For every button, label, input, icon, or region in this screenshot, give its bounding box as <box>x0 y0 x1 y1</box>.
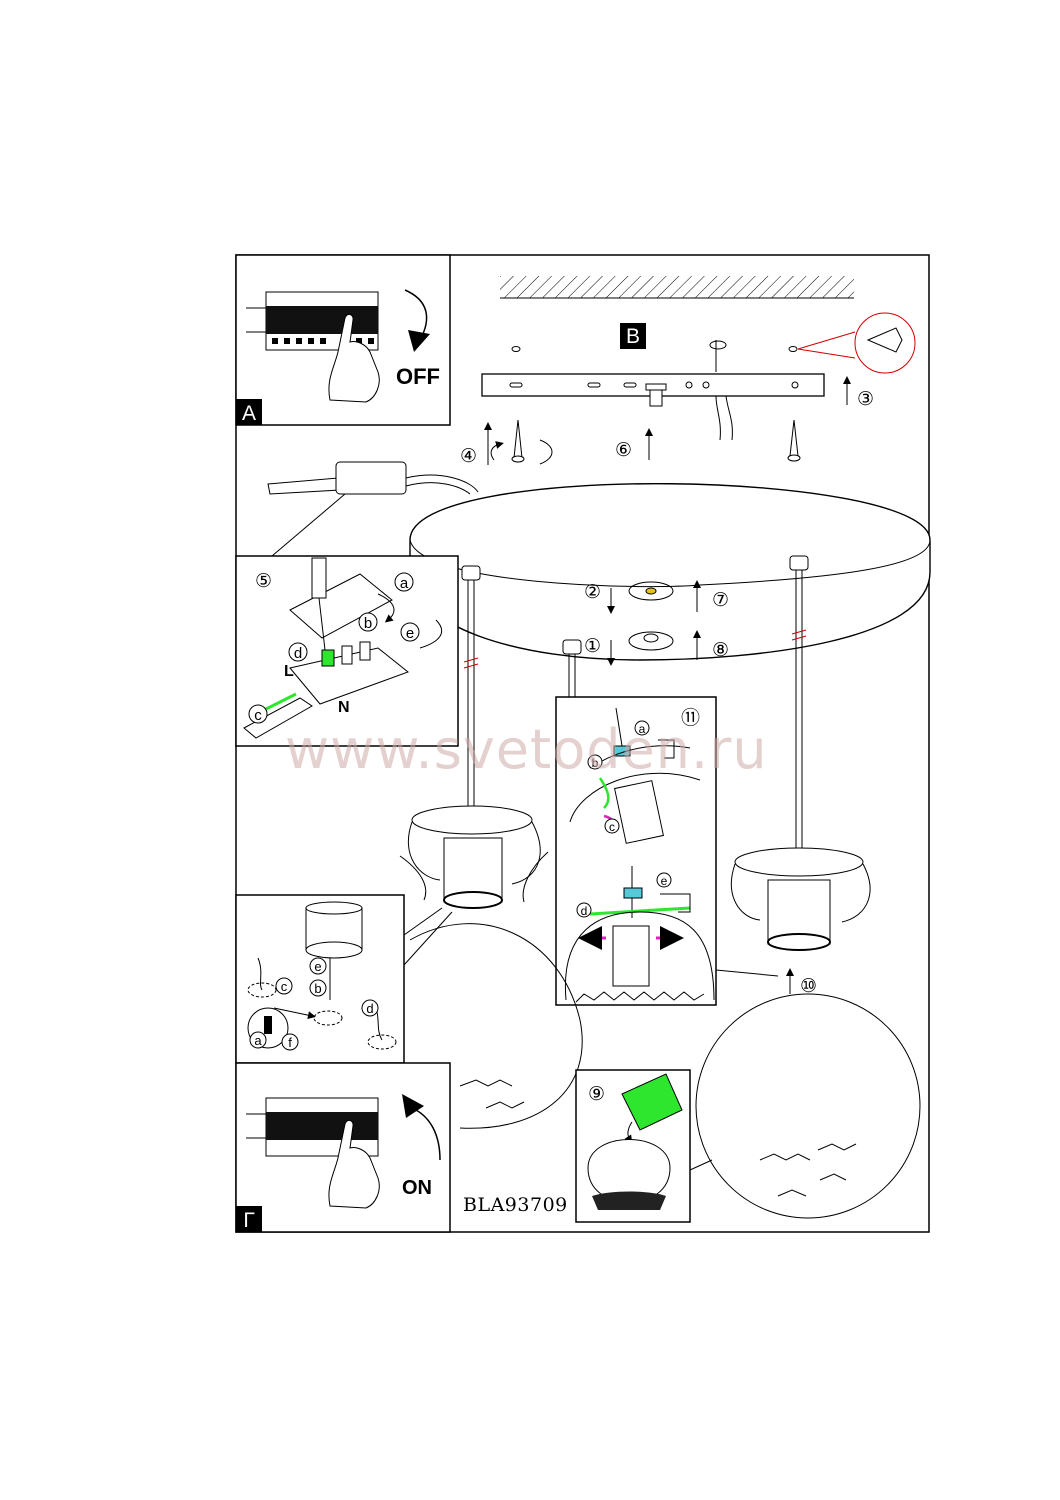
panel-5-terminal-wiring: ⑤ c a b d e L N <box>235 555 459 747</box>
label-e-shade: e <box>661 874 668 888</box>
panel-b-tag-box: B <box>620 323 646 349</box>
circuit-breaker-icon <box>246 291 379 351</box>
step-number-3: ③ <box>857 389 874 410</box>
pendant-cord-right <box>789 555 809 855</box>
ceiling <box>500 276 854 299</box>
switch-off-label: OFF <box>396 364 440 389</box>
label-d-socket: d <box>366 1001 373 1016</box>
pendant-right: ⑩ <box>695 847 921 1219</box>
mounting-bracket <box>481 373 825 407</box>
label-b-shade: b <box>592 756 599 770</box>
neutral-mark: N <box>338 699 350 716</box>
switch-on-label: ON <box>402 1177 432 1199</box>
panel-a-tag: A <box>242 402 256 425</box>
panel-c-switch-on: Г ON <box>235 1062 451 1233</box>
label-c-socket: c <box>281 979 288 994</box>
step-number-4: ④ <box>460 446 477 467</box>
panel-11-shade-detail: ⑪ a b c d e <box>555 696 779 1006</box>
label-a-shade: a <box>639 722 646 736</box>
step-number-7: ⑦ <box>712 590 729 611</box>
panel-a-switch-off: A OFF <box>235 254 451 426</box>
wall-plug-icon <box>866 327 903 353</box>
hand-icon-on <box>328 1119 380 1209</box>
step-number-9: ⑨ <box>588 1084 605 1105</box>
label-e-socket: e <box>314 959 321 974</box>
step-number-5: ⑤ <box>255 571 272 592</box>
watermark-text: www.svetoden.ru <box>285 718 768 781</box>
screw-icon-right <box>789 419 799 461</box>
supply-cable <box>715 340 733 441</box>
step-number-8: ⑧ <box>712 640 729 661</box>
step-number-10: ⑩ <box>800 976 817 997</box>
ceiling-canopy <box>409 483 931 661</box>
label-a-socket: a <box>254 1033 262 1048</box>
pendant-cord-left <box>461 565 481 810</box>
label-a-terminal: a <box>400 575 409 592</box>
terminal-cover <box>289 573 393 639</box>
label-e-terminal: e <box>406 625 414 642</box>
label-b-socket: b <box>314 981 321 996</box>
glass-globe <box>695 993 921 1219</box>
pendant-left <box>399 805 583 1129</box>
hand-icon <box>328 313 380 403</box>
panel-9-fill-globe: ⑨ <box>575 1069 713 1223</box>
driver-box <box>267 461 479 557</box>
panel-c-tag: Г <box>243 1209 254 1232</box>
label-d-shade: d <box>581 904 588 918</box>
label-d-terminal: d <box>294 645 302 662</box>
label-c-terminal: c <box>254 707 262 724</box>
step-number-11: ⑪ <box>681 707 700 729</box>
panel-socket-detail: c d e b a f <box>235 894 453 1064</box>
step-number-2: ② <box>584 582 601 603</box>
live-mark: L <box>284 663 294 680</box>
model-code: BLA93709 <box>463 1194 568 1216</box>
label-b-terminal: b <box>364 615 372 632</box>
label-c-shade: c <box>609 820 615 834</box>
label-f-socket: f <box>288 1035 292 1050</box>
filler-bag-icon <box>621 1073 683 1131</box>
turn-on-arrow-icon <box>415 1109 441 1161</box>
step-number-6: ⑥ <box>615 440 632 461</box>
pendant-cord-center <box>562 639 582 698</box>
panel-b-tag: B <box>626 325 640 348</box>
step-number-1: ① <box>584 636 601 657</box>
